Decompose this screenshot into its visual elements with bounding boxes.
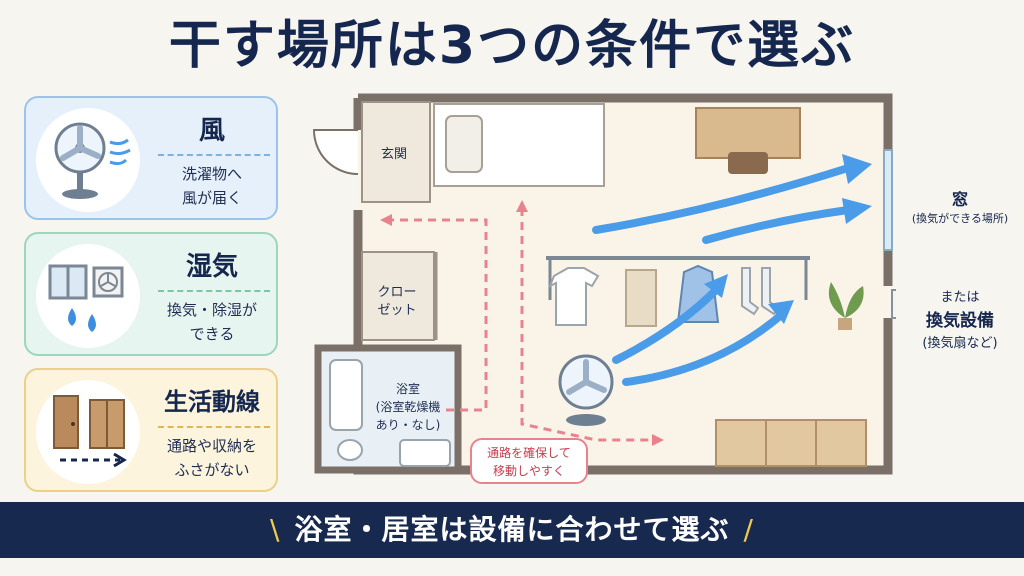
card-humidity-desc: 換気・除湿が できる bbox=[166, 301, 257, 343]
sink-icon bbox=[399, 439, 451, 467]
humidity-illustration bbox=[36, 244, 140, 348]
or-label: または bbox=[940, 290, 980, 305]
path-note-bubble: 通路を確保して 移動しやすく bbox=[470, 438, 588, 484]
door-illustration bbox=[36, 380, 140, 484]
closet-area bbox=[361, 251, 435, 341]
card-divider bbox=[158, 154, 270, 156]
banner-slash-left: \ bbox=[270, 513, 281, 546]
entrance-area bbox=[361, 101, 431, 203]
fan-note: (換気扇など) bbox=[922, 336, 998, 351]
bathtub-icon bbox=[329, 359, 363, 431]
window-label: 窓 bbox=[951, 190, 968, 209]
window-icon bbox=[883, 149, 893, 251]
card-humidity: 湿気 換気・除湿が できる bbox=[24, 232, 278, 356]
desk-icon bbox=[695, 107, 801, 159]
chair-icon bbox=[728, 152, 768, 174]
airflow-arrowheads bbox=[704, 154, 872, 324]
page-title: 干す場所は3つの条件で選ぶ bbox=[168, 16, 856, 76]
traffic-path bbox=[386, 208, 656, 442]
entrance-label: 玄関 bbox=[380, 147, 407, 162]
fan-icon bbox=[54, 122, 131, 199]
fan-illustration bbox=[36, 108, 140, 212]
card-humidity-title: 湿気 bbox=[185, 252, 238, 282]
outer-wall bbox=[353, 93, 893, 475]
tshirt-icon bbox=[548, 267, 600, 326]
airflow-arrows bbox=[592, 164, 852, 386]
card-traffic-title: 生活動線 bbox=[164, 388, 260, 416]
door-arrow-icon bbox=[53, 395, 127, 468]
toilet-icon bbox=[337, 439, 363, 461]
card-traffic-desc: 通路や収納を ふさがない bbox=[166, 437, 257, 479]
window-note: (換気ができる場所) bbox=[911, 212, 1009, 225]
vent-fan-icon bbox=[891, 289, 896, 319]
storage-shelf-icon bbox=[715, 419, 867, 467]
window-fan-drops-icon bbox=[48, 264, 124, 332]
card-traffic: 生活動線 通路や収納を ふさがない bbox=[24, 368, 278, 492]
circulator-fan-icon bbox=[558, 354, 614, 426]
banner-slash-right: / bbox=[743, 513, 754, 546]
card-divider bbox=[158, 426, 270, 428]
card-divider bbox=[158, 290, 270, 292]
card-wind-title: 風 bbox=[198, 116, 225, 146]
closet-label: クロー ゼット bbox=[377, 285, 417, 318]
entrance-door bbox=[312, 129, 359, 175]
towel-icon bbox=[625, 269, 657, 327]
fan-facility-label: 換気設備 bbox=[926, 311, 994, 331]
card-wind-desc: 洗濯物へ 風が届く bbox=[181, 165, 242, 207]
floor-plan bbox=[312, 93, 896, 475]
shirt-icon bbox=[676, 264, 720, 323]
plant-icon bbox=[828, 282, 864, 330]
sock-icon bbox=[741, 267, 760, 316]
card-wind: 風 洗濯物へ 風が届く bbox=[24, 96, 278, 220]
bathroom-label: 浴室 (浴室乾燥機 あり・なし) bbox=[375, 382, 441, 432]
banner-text: 浴室・居室は設備に合わせて選ぶ bbox=[294, 513, 730, 546]
bottom-banner: \ 浴室・居室は設備に合わせて選ぶ / bbox=[0, 502, 1024, 558]
